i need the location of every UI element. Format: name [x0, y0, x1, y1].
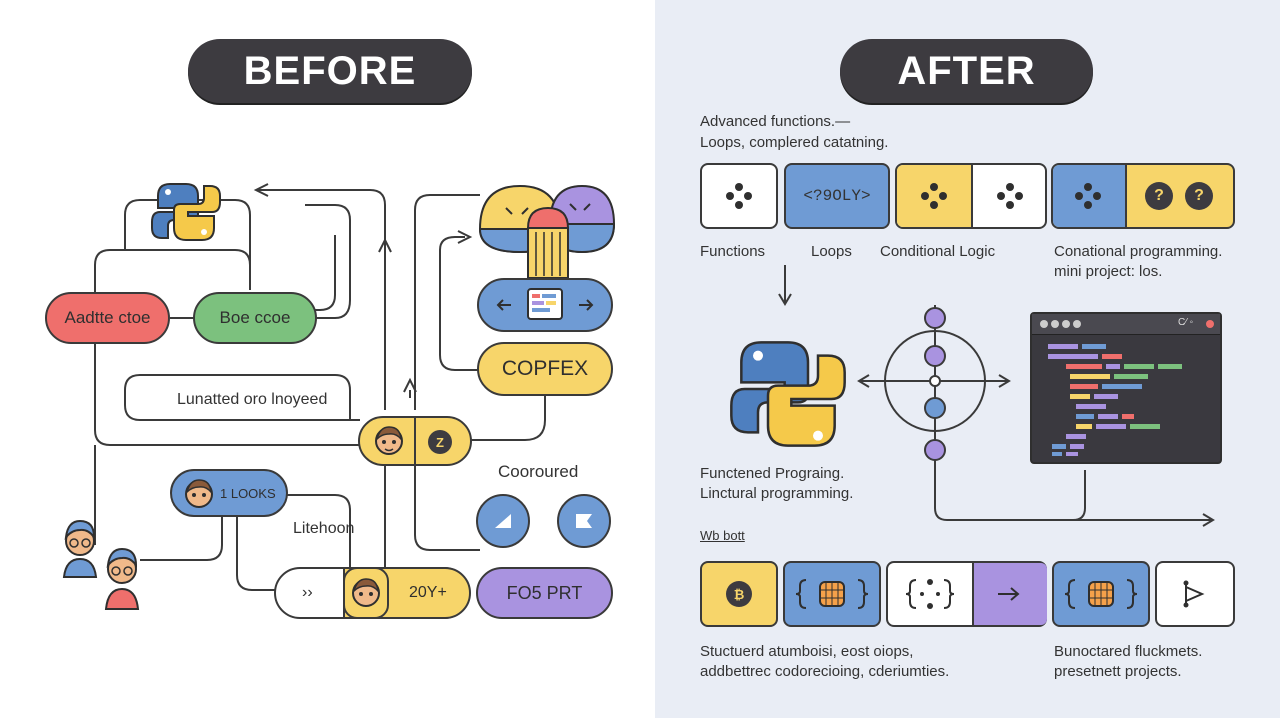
bar-arrows: ›› — [302, 584, 313, 601]
tile-play[interactable] — [1155, 561, 1235, 627]
code-window[interactable]: C⁄ ◦ — [1030, 312, 1222, 464]
shape-circle-right[interactable] — [557, 494, 611, 548]
play-icon — [1183, 580, 1205, 608]
dots-icon-2 — [921, 183, 947, 209]
label-cond-prog-1: Conational programming. — [1054, 243, 1223, 260]
before-panel: BEFORE — [45, 39, 616, 619]
label-conditional: Conditional Logic — [880, 243, 996, 260]
label-functions: Functions — [700, 243, 766, 260]
caption-coorured: Cooroured — [498, 462, 579, 481]
tile-conditional[interactable] — [895, 163, 1047, 229]
tile-conditional-yellow — [897, 165, 973, 227]
b-coin-icon: ₿ — [726, 581, 752, 607]
caption-litehoon: Litehoon — [293, 520, 355, 537]
window-controls: C⁄ ◦ — [1178, 317, 1194, 328]
tile-dotbrace-arrow[interactable] — [886, 561, 1047, 627]
avatar-face-icon-3 — [352, 578, 380, 607]
people-icon — [62, 519, 140, 610]
z-badge: Z — [428, 430, 452, 454]
after-panel: AFTER Advanced functions.— Loops, comple… — [655, 0, 1280, 718]
question-badge-1: ? — [1145, 182, 1173, 210]
node-loops-label: 1 LOOKS — [220, 485, 276, 501]
node-fo-prt[interactable]: FO5 PRT — [476, 567, 613, 619]
after-connectors — [778, 265, 1215, 527]
avatar-face-icon — [375, 426, 403, 455]
avatar-cell — [368, 418, 416, 464]
screen-icon — [496, 288, 594, 320]
caption-wb-bott: Wb bott — [700, 528, 745, 543]
caption-unlatted: Lunatted oro lnoyeed — [177, 391, 328, 408]
window-close-icon[interactable] — [1206, 320, 1214, 328]
after-title: AFTER — [840, 39, 1093, 103]
tile-cond-blue — [1053, 165, 1127, 227]
flag-icon — [576, 514, 592, 528]
tile-cond-programming[interactable]: ? ? — [1051, 163, 1235, 229]
python-logo-icon — [151, 183, 221, 241]
tile-braces-1[interactable] — [783, 561, 881, 627]
wedge-icon — [495, 514, 511, 528]
dome-cluster-icon — [478, 184, 616, 279]
braces-cube-icon — [795, 579, 869, 609]
screen-node[interactable] — [477, 278, 613, 332]
python-logo-large-icon — [730, 341, 846, 447]
code-lines — [1048, 344, 1182, 456]
window-dot-icon-2 — [1051, 320, 1059, 328]
label-loops: Loops — [811, 243, 852, 260]
window-dot-icon-3 — [1062, 320, 1070, 328]
dots-icon-3 — [997, 183, 1023, 209]
label-cond-prog-2: mini project: los. — [1054, 263, 1163, 280]
node-loops[interactable]: 1 LOOKS — [170, 469, 288, 517]
caption-functened-1: Functened Prograing. — [700, 465, 845, 482]
avatar-face-icon-2 — [185, 479, 213, 508]
intro-line-2: Loops, complered catatning. — [700, 134, 889, 151]
before-title: BEFORE — [188, 39, 472, 103]
tile-functions[interactable] — [700, 163, 778, 229]
caption-structured-1: Stuctuerd atumboisi, eost oiops, — [700, 643, 914, 660]
tile-braces-2[interactable] — [1052, 561, 1150, 627]
question-badge-2: ? — [1185, 182, 1213, 210]
code-window-titlebar — [1032, 314, 1220, 335]
shape-circle-left[interactable] — [476, 494, 530, 548]
dots-icon — [726, 183, 752, 209]
before-connectors — [94, 183, 546, 591]
node-green[interactable]: Boe ccoe — [193, 292, 317, 344]
node-red[interactable]: Aadtte ctoe — [45, 292, 170, 344]
dot-braces-icon — [905, 579, 955, 609]
arrow-right-icon — [998, 587, 1020, 601]
bar-number: 20Y+ — [409, 584, 447, 601]
tile-b-badge[interactable]: ₿ — [700, 561, 778, 627]
avatar-node[interactable]: Z — [358, 416, 472, 466]
node-copfex[interactable]: COPFEX — [477, 342, 613, 396]
caption-structured-2: addbettrec codorecioing, cderiumties. — [700, 663, 950, 680]
window-dot-icon-1 — [1040, 320, 1048, 328]
caption-functened-2: Linctural programming. — [700, 485, 854, 502]
dots-icon-4 — [1075, 183, 1101, 209]
caption-bunctared-2: presetnett projects. — [1054, 663, 1182, 680]
caption-bunctared-1: Bunoctared fluckmets. — [1054, 643, 1203, 660]
braces-cube-icon-2 — [1064, 579, 1138, 609]
bottom-bar[interactable]: ›› 20Y+ — [274, 567, 471, 619]
window-dot-icon-4 — [1073, 320, 1081, 328]
intro-line-1: Advanced functions.— — [700, 113, 851, 130]
tile-loops[interactable]: <?9OLY> — [784, 163, 890, 229]
